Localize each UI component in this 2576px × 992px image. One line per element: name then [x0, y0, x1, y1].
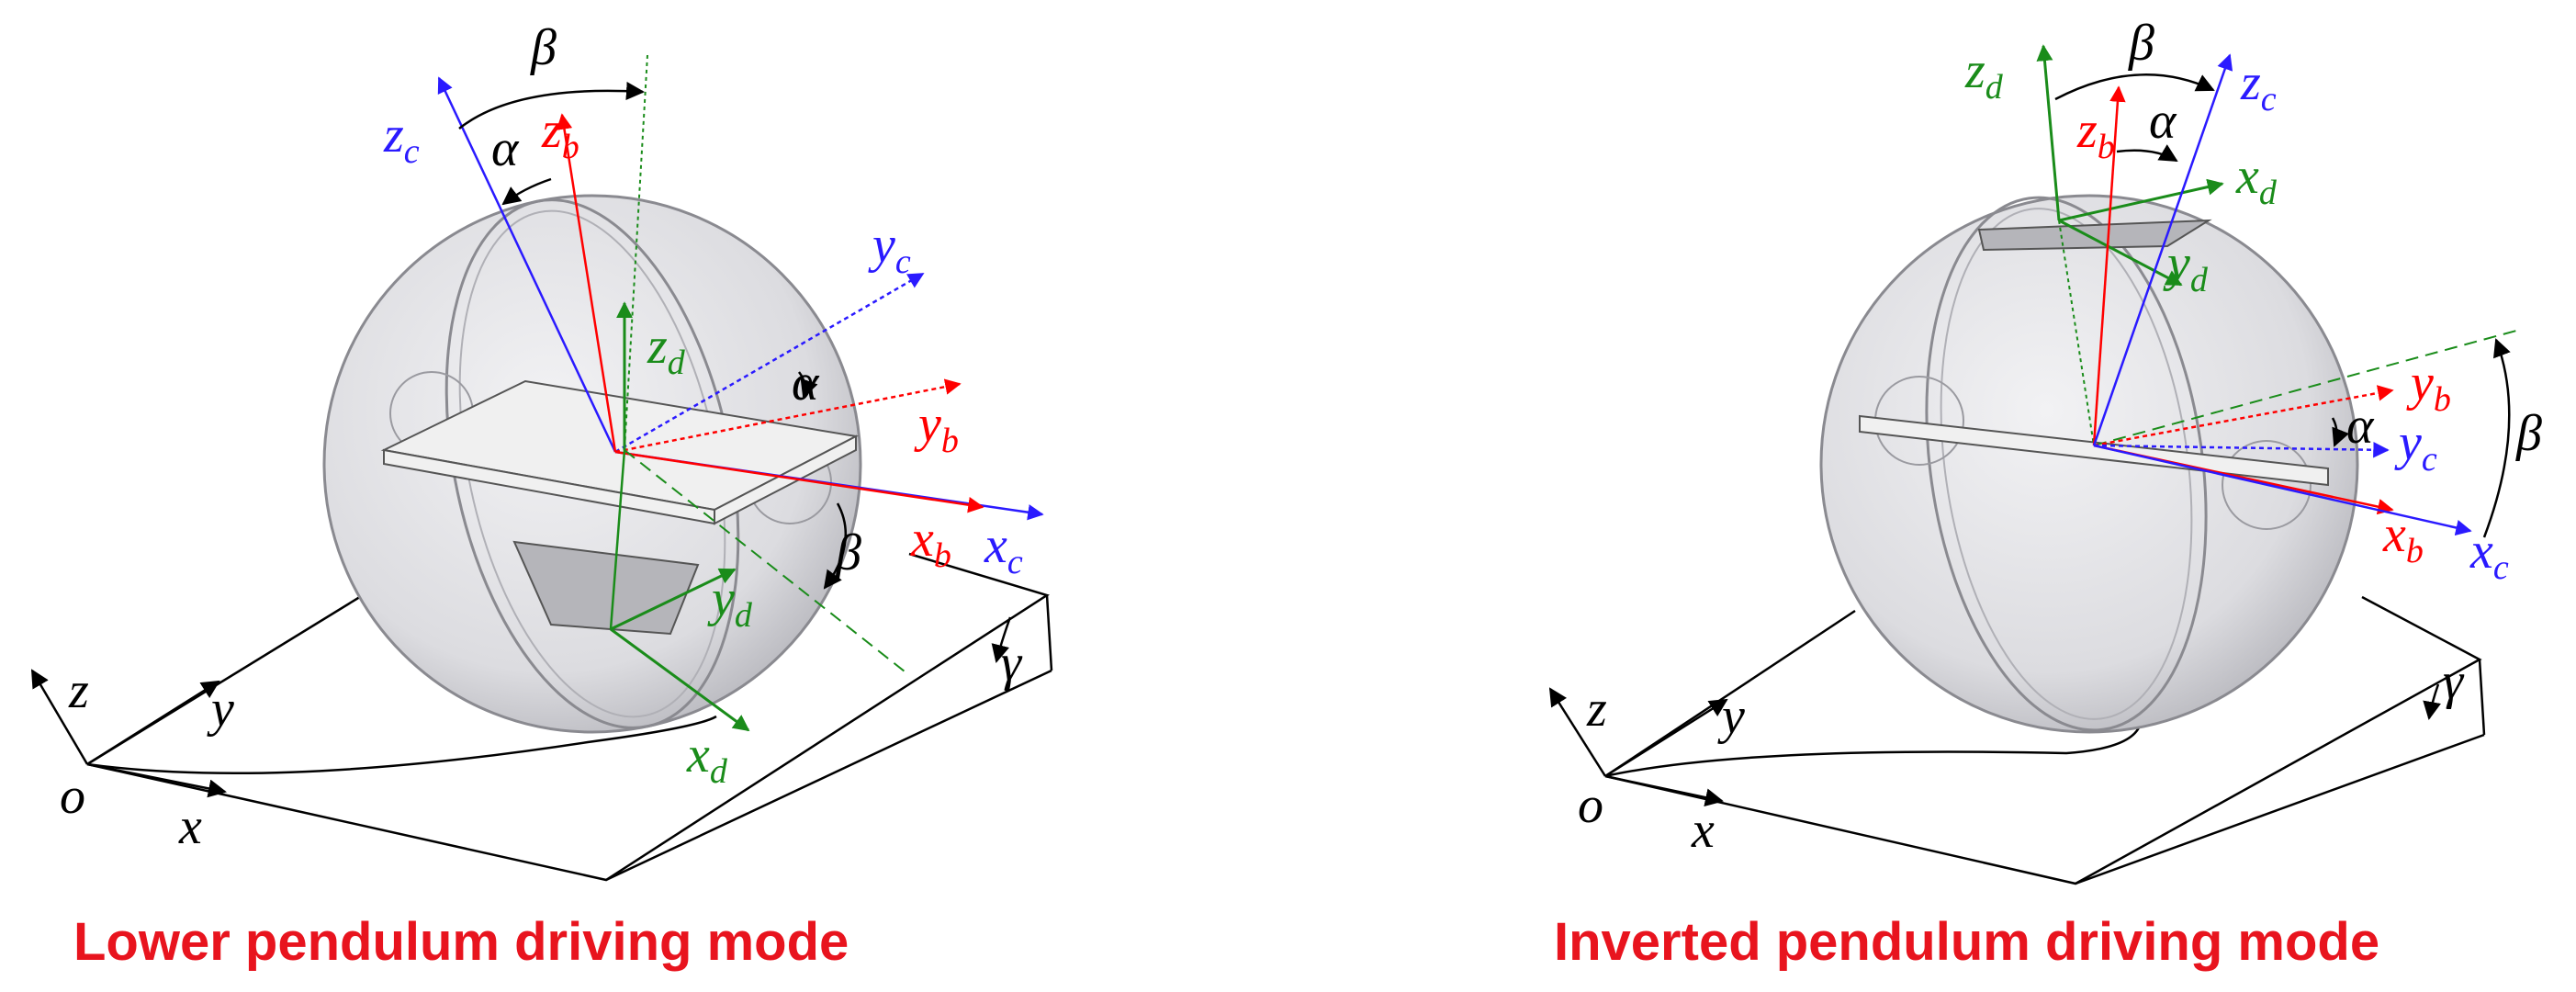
gamma-label: γ [1001, 635, 1023, 692]
yc-label: yc [868, 217, 911, 281]
zc-label: zc [2240, 54, 2277, 118]
platform [1859, 219, 2329, 487]
pendulum-frame-axes [2036, 44, 2517, 446]
world-frame [1548, 687, 1728, 807]
xd-label: xd [2235, 148, 2278, 212]
world-x-label: x [178, 798, 202, 855]
beta-top-label: β [530, 19, 557, 76]
world-z-label: z [68, 662, 89, 719]
xc-label: xc [2469, 523, 2509, 587]
beta-side-label: β [835, 524, 861, 581]
caption-lower-pendulum: Lower pendulum driving mode [73, 912, 849, 972]
world-y-label: y [1717, 688, 1745, 745]
xb-label: xb [910, 511, 951, 575]
alpha-top-label: α [2149, 93, 2177, 150]
yd-label: yd [707, 570, 753, 635]
world-frame [30, 669, 227, 798]
yc-label: yc [2394, 414, 2437, 479]
sphere [1819, 194, 2359, 734]
inverted-pendulum-diagram: zd zb zc xd yd yb yc xb xc β α α β γ z y… [1548, 15, 2542, 972]
zd-label: zd [1964, 42, 2004, 107]
xc-label: xc [984, 517, 1023, 581]
contact-frame-axes [2092, 53, 2472, 536]
zc-label: zc [383, 107, 420, 171]
zb-label: zb [2076, 102, 2115, 166]
beta-side-label: β [2515, 405, 2542, 462]
yb-label: yb [2406, 355, 2451, 419]
zb-label: zb [541, 102, 579, 166]
world-o-label: o [1578, 777, 1603, 834]
alpha-top-label: α [491, 120, 520, 177]
inclined-plane [1604, 595, 2486, 885]
caption-inverted-pendulum: Inverted pendulum driving mode [1554, 912, 2379, 972]
yd-label: yd [2163, 235, 2209, 299]
alpha-side-label: α [792, 355, 820, 411]
world-z-label: z [1586, 681, 1607, 738]
alpha-side-label: α [2346, 398, 2375, 455]
angle-arcs [2054, 73, 2511, 538]
body-frame-axes [556, 113, 984, 513]
angle-arcs [458, 81, 848, 590]
platform [380, 379, 860, 636]
pendulum-frame-axes [609, 54, 910, 732]
gamma-label: γ [2443, 653, 2465, 710]
world-x-label: x [1691, 802, 1715, 859]
xd-label: xd [686, 727, 728, 791]
xb-label: xb [2382, 506, 2424, 570]
yb-label: yb [914, 396, 959, 460]
world-o-label: o [60, 768, 85, 825]
zd-label: zd [647, 318, 686, 382]
world-y-label: y [207, 681, 234, 738]
lower-pendulum-diagram: zc zb zd yc yb yd xb xc xd α β α β γ z y… [30, 19, 1053, 972]
beta-top-label: β [2128, 15, 2154, 72]
